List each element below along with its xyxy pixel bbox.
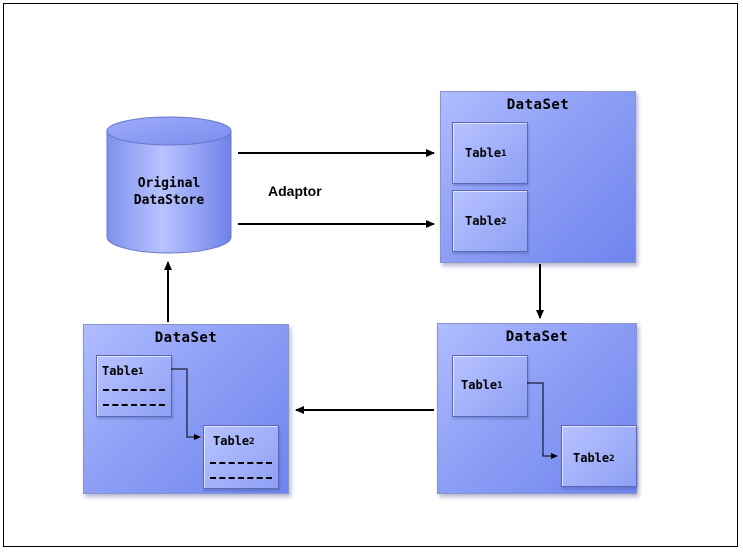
relation-line-bottom-left: [171, 368, 201, 440]
table2-box: Table2: [203, 425, 279, 489]
table1-box: Table1: [452, 355, 528, 417]
table1-label: Table1: [465, 146, 507, 160]
original-datastore-cylinder: Original DataStore: [105, 115, 233, 255]
dataset-panel-bottom-left: DataSet Table1 Table2: [83, 324, 289, 494]
table2-row-placeholder: [210, 477, 272, 479]
dataset-title: DataSet: [505, 329, 569, 345]
dataset-title: DataSet: [154, 330, 218, 346]
table1-label: Table1: [102, 364, 144, 378]
table2-box: Table2: [561, 425, 637, 487]
dataset-title: DataSet: [506, 97, 570, 113]
table2-label: Table2: [465, 214, 507, 228]
dataset-panel-bottom-right: DataSet Table1 Table2: [437, 323, 637, 494]
table2-label: Table2: [213, 434, 255, 448]
datastore-label-line2: DataStore: [133, 193, 205, 208]
table2-row-placeholder: [210, 462, 272, 464]
table2-label: Table2: [573, 451, 615, 465]
database-cylinder-icon: [106, 116, 232, 254]
datastore-label-line1: Original: [137, 176, 201, 191]
table1-row-placeholder: [103, 389, 165, 391]
relation-line-bottom-right: [527, 382, 558, 459]
dataset-panel-top-right: DataSet Table1 Table2: [440, 91, 636, 263]
table1-label: Table1: [461, 378, 503, 392]
table1-row-placeholder: [103, 404, 165, 406]
table1-box: Table1: [96, 355, 172, 417]
table2-box: Table2: [452, 190, 528, 252]
adaptor-label: Adaptor: [268, 183, 322, 199]
table1-box: Table1: [452, 122, 528, 184]
